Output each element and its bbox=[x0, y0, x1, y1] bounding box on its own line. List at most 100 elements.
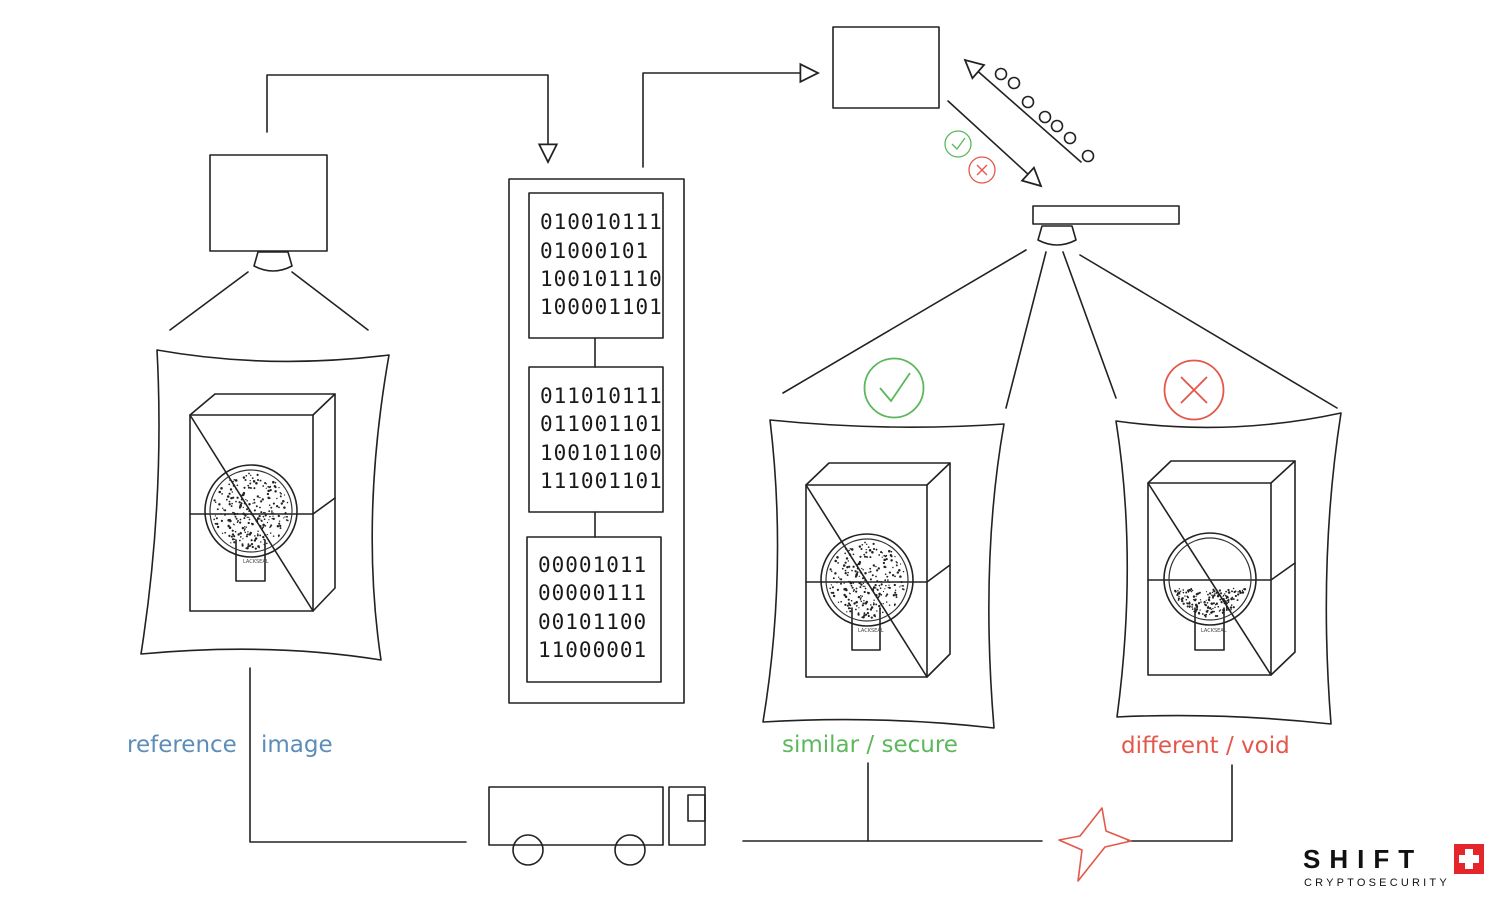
particle-dot bbox=[1195, 595, 1197, 597]
particle-dot bbox=[1193, 598, 1195, 601]
particle-dot bbox=[266, 521, 269, 524]
particle-dot bbox=[845, 557, 849, 560]
particle-dot bbox=[1214, 606, 1216, 609]
particle-dot bbox=[271, 517, 274, 520]
secure-seal-window: LACKSEAL bbox=[820, 533, 914, 651]
particle-dot bbox=[1234, 594, 1237, 598]
brand-subtitle: CRYPTOSECURITY bbox=[1304, 877, 1450, 889]
verification-terminal bbox=[832, 26, 940, 109]
particle-dot bbox=[852, 581, 855, 584]
particle-dot bbox=[846, 565, 849, 569]
particle-dot bbox=[861, 604, 865, 607]
particle-dot bbox=[238, 501, 241, 504]
particle-dot bbox=[851, 557, 853, 559]
particle-dot bbox=[856, 563, 859, 566]
particle-dot bbox=[239, 521, 242, 524]
particle-dot bbox=[233, 541, 236, 544]
particle-dot bbox=[260, 519, 263, 522]
particle-dot bbox=[280, 502, 283, 505]
particle-dot bbox=[1209, 613, 1211, 615]
particle-dot bbox=[248, 516, 250, 519]
particle-dot bbox=[878, 580, 881, 583]
scan-data-arrow bbox=[963, 58, 1082, 163]
particle-dot bbox=[231, 491, 234, 493]
particle-dot bbox=[847, 607, 851, 610]
particle-dot bbox=[1214, 604, 1217, 606]
particle-dot bbox=[245, 547, 248, 550]
particle-dot bbox=[852, 590, 855, 593]
particle-dot bbox=[843, 582, 845, 584]
particle-dot bbox=[861, 543, 864, 546]
binary-line: 011001101 bbox=[540, 412, 663, 436]
particle-dot bbox=[264, 533, 267, 537]
particle-dot bbox=[872, 586, 876, 589]
particle-dot bbox=[253, 509, 256, 512]
particle-dot bbox=[863, 555, 867, 558]
particle-dot bbox=[271, 512, 273, 514]
void-connector bbox=[1127, 764, 1233, 842]
particle-dot bbox=[272, 502, 275, 505]
database-to-terminal-arrow bbox=[642, 62, 820, 168]
particle-dot bbox=[270, 524, 273, 527]
particle-dot bbox=[1237, 593, 1240, 596]
particle-dot bbox=[830, 591, 833, 594]
particle-dot bbox=[890, 550, 893, 553]
particle-dot bbox=[862, 569, 864, 571]
particle-dot bbox=[214, 501, 217, 504]
particle-dot bbox=[844, 603, 847, 607]
particle-dot bbox=[270, 506, 273, 509]
brand-name: SHIFT bbox=[1303, 844, 1423, 874]
particle-dot bbox=[215, 517, 218, 520]
particle-dot bbox=[273, 484, 276, 488]
particle-dot bbox=[234, 479, 238, 482]
particle-dot bbox=[261, 498, 264, 501]
particle-dot bbox=[259, 534, 262, 537]
particle-dot bbox=[266, 533, 268, 536]
binary-line: 11000001 bbox=[538, 638, 647, 662]
particle-dot bbox=[850, 582, 853, 584]
particle-dot bbox=[269, 515, 271, 518]
particle-dot bbox=[262, 511, 265, 514]
particle-dot bbox=[879, 607, 882, 610]
particle-dot bbox=[880, 551, 883, 554]
particle-dot bbox=[233, 478, 236, 481]
particle-dot bbox=[1191, 603, 1194, 606]
particle-dot bbox=[233, 512, 236, 514]
particle-dot bbox=[898, 568, 901, 572]
particle-dot bbox=[857, 595, 861, 599]
particle-dot bbox=[830, 584, 833, 586]
particle-dot bbox=[222, 507, 224, 509]
reference-to-truck-line bbox=[249, 667, 467, 843]
particle-dot bbox=[228, 534, 231, 538]
particle-dot bbox=[829, 568, 832, 571]
particle-dot bbox=[887, 586, 890, 589]
particle-dot bbox=[878, 595, 881, 597]
particle-dot bbox=[1225, 595, 1229, 599]
particle-dot bbox=[227, 513, 229, 515]
particle-dot bbox=[864, 579, 866, 581]
particle-dot bbox=[865, 613, 868, 616]
particle-dot bbox=[258, 514, 261, 518]
particle-dot bbox=[269, 485, 272, 488]
particle-dot bbox=[1200, 601, 1202, 603]
particle-dot bbox=[830, 570, 833, 573]
particle-dot bbox=[884, 588, 886, 590]
particle-dot bbox=[1184, 595, 1186, 597]
particle-dot bbox=[262, 535, 265, 539]
particle-dot bbox=[1213, 610, 1215, 613]
particle-dot bbox=[1186, 595, 1189, 598]
particle-dot bbox=[841, 567, 844, 570]
particle-dot bbox=[872, 547, 876, 551]
particle-dot bbox=[1180, 590, 1182, 592]
particle-dot bbox=[255, 505, 258, 508]
particle-dot bbox=[262, 526, 265, 528]
particle-dot bbox=[231, 538, 235, 541]
reference-particle-pattern bbox=[213, 472, 289, 550]
particle-dot bbox=[858, 607, 860, 609]
particle-dot bbox=[849, 610, 852, 613]
particle-dot bbox=[1199, 599, 1202, 601]
particle-dot bbox=[262, 515, 265, 518]
particle-dot bbox=[881, 611, 884, 614]
particle-dot bbox=[888, 549, 891, 553]
particle-dot bbox=[878, 554, 881, 556]
